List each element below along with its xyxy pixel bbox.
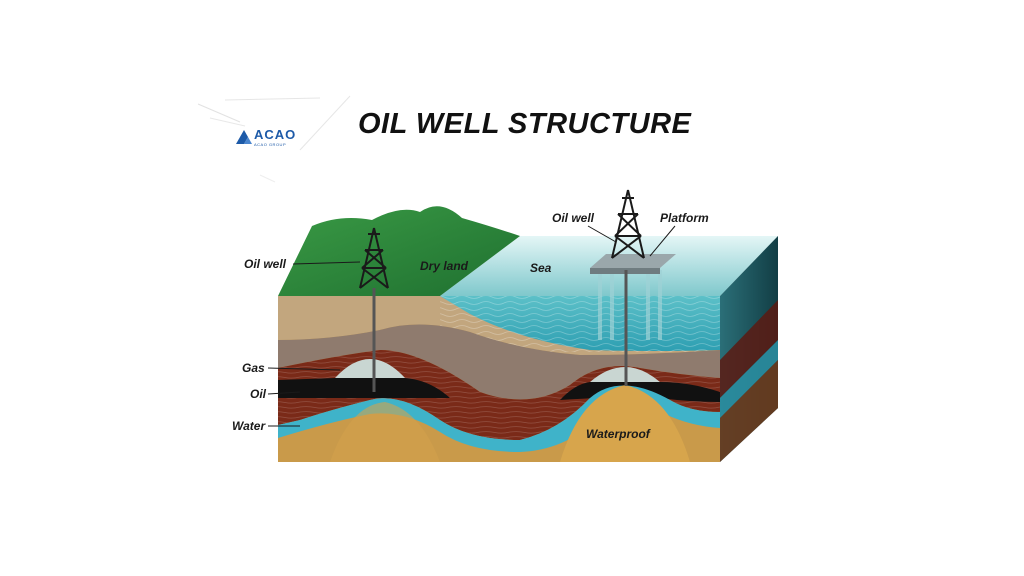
gas-pocket-left: [335, 359, 405, 378]
base-mound-left: [330, 402, 440, 462]
leader-lines: [267, 225, 676, 427]
logo-text: ACAO: [254, 127, 297, 142]
logo-mark-icon: [236, 130, 252, 144]
label-platform: Platform: [660, 211, 709, 225]
right-side-water: [720, 340, 778, 418]
label-water: Water: [232, 419, 266, 433]
label-oil: Oil: [250, 387, 267, 401]
label-oil-well-right: Oil well: [552, 211, 595, 225]
logo-subtext: ACAO GROUP: [254, 142, 287, 147]
dry-land-hill: [278, 206, 520, 296]
label-dry-land: Dry land: [420, 259, 469, 273]
label-oil-well-left: Oil well: [244, 257, 287, 271]
derrick-right-icon: [611, 189, 645, 259]
acao-logo: ACAO ACAO GROUP: [232, 124, 302, 154]
label-waterproof: Waterproof: [586, 427, 651, 441]
derrick-left-icon: [359, 227, 389, 289]
label-gas: Gas: [242, 361, 265, 375]
right-side-base: [720, 360, 778, 462]
platform-legs: [598, 270, 662, 340]
waterproof-mound: [560, 385, 690, 462]
label-sea: Sea: [530, 261, 552, 275]
right-side-layer: [720, 300, 778, 398]
oil-band-left: [278, 378, 450, 398]
decorative-lines: [197, 95, 351, 183]
page-title: OIL WELL STRUCTURE: [358, 108, 692, 140]
gray-layer: [278, 324, 720, 400]
